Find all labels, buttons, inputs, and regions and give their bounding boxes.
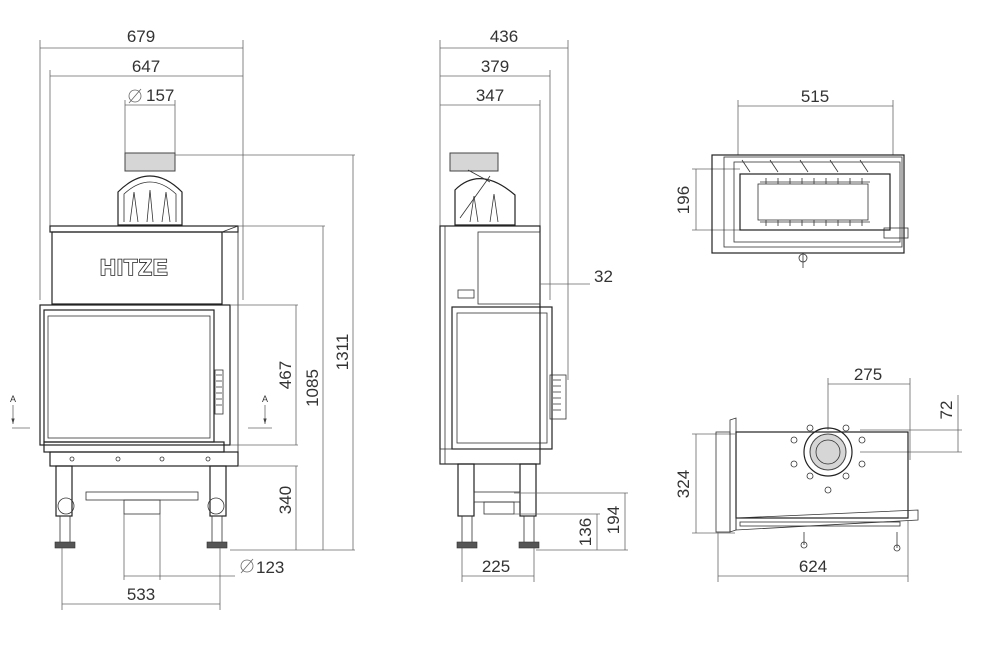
bottom-flue-ring [803, 427, 853, 477]
dim-bottom-width: 624 [717, 520, 909, 582]
section-marker-left: A [10, 394, 30, 429]
dim-label-679: 679 [127, 27, 155, 46]
dim-label-1085: 1085 [303, 369, 322, 407]
dim-label-1311: 1311 [333, 334, 352, 371]
dim-label-340: 340 [276, 486, 295, 514]
dim-label-72: 72 [937, 401, 956, 420]
dim-label-225: 225 [482, 557, 510, 576]
flue-collar [124, 152, 176, 172]
dim-air-heights: 136 194 [514, 492, 628, 551]
glass-inner [47, 315, 211, 439]
dim-label-515: 515 [801, 87, 829, 106]
door-handle [214, 369, 224, 415]
dim-label-347: 347 [476, 86, 504, 105]
side-upper-panel [477, 231, 541, 305]
upper-housing [51, 231, 223, 305]
dim-depth-flue: 347 [440, 86, 541, 228]
flue-transition [117, 175, 183, 226]
dim-label-32: 32 [594, 267, 613, 286]
ash-lip [43, 441, 225, 453]
glass-panel [43, 309, 215, 443]
side-view: 436 379 347 32 [439, 27, 628, 582]
front-legs [54, 465, 228, 549]
dim-top-depth: 196 [674, 168, 740, 231]
dim-flue-offset: 72 [860, 395, 962, 453]
side-door [451, 306, 553, 450]
dim-label-533: 533 [127, 585, 155, 604]
top-plate [49, 225, 239, 233]
dim-overall-width: 679 [39, 27, 244, 300]
dim-heights: 1311 1085 467 340 [175, 154, 355, 551]
air-inlet [123, 499, 161, 515]
dim-label-123: 123 [256, 558, 284, 577]
brand-logo: HITZE [100, 255, 169, 280]
dim-label-379: 379 [481, 57, 509, 76]
side-flue-transition [454, 178, 516, 226]
dim-label-194: 194 [604, 506, 623, 534]
top-outline [711, 154, 905, 254]
dim-legs-span: 533 [61, 548, 221, 610]
dim-label-624: 624 [799, 557, 827, 576]
section-label-right: A [262, 394, 268, 404]
side-body [439, 225, 541, 465]
dim-depth-body: 379 [440, 57, 551, 300]
firebox-outline [739, 173, 891, 231]
dim-bottom-depth: 324 [674, 433, 735, 534]
bottom-body [735, 431, 909, 519]
base-plinth [49, 451, 239, 467]
dim-label-157: 157 [146, 86, 174, 105]
dim-label-324: 324 [674, 470, 693, 498]
dim-legs-depth: 225 [461, 548, 535, 582]
dim-flue-diameter: 157 [124, 86, 176, 155]
front-view: 679 647 157 HITZE [10, 27, 355, 610]
dim-air-inlet: 123 [123, 514, 284, 580]
dim-label-275: 275 [854, 365, 882, 384]
dim-label-136: 136 [576, 518, 595, 546]
dim-top-width: 515 [737, 87, 894, 155]
side-flue-collar [449, 152, 499, 172]
dim-overall-depth: 436 [439, 27, 569, 380]
section-marker-right: A [248, 394, 272, 429]
section-label-left: A [10, 394, 16, 404]
dim-label-467: 467 [276, 361, 295, 389]
dim-label-647: 647 [132, 57, 160, 76]
door-frame [39, 304, 231, 446]
dim-label-196: 196 [674, 186, 693, 214]
dim-label-436: 436 [490, 27, 518, 46]
side-legs [456, 463, 540, 549]
side-handle [549, 374, 567, 420]
dim-flue-width: 275 [827, 365, 911, 460]
dim-handle-offset: 32 [540, 267, 613, 286]
dim-body-width: 647 [49, 57, 243, 228]
bottom-view: 275 72 324 6 [674, 365, 962, 582]
top-view: 515 196 [674, 87, 909, 268]
diameter-icon [128, 89, 142, 103]
